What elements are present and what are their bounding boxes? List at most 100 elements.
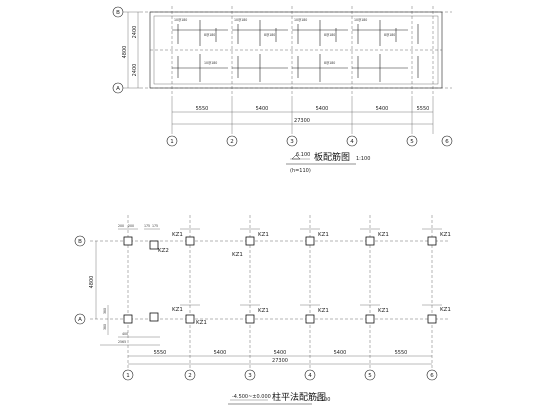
misc-dim: 380 <box>103 324 107 330</box>
column-column-axes: 1 2 3 4 5 6 <box>122 369 438 381</box>
misc-dim: 400 <box>122 332 128 336</box>
column <box>365 236 375 246</box>
axis-label: 1 <box>170 139 174 145</box>
column <box>427 236 437 246</box>
column-tag: KZ1 <box>258 232 269 238</box>
dim-text: 2400 <box>132 26 138 39</box>
axis-label: 3 <box>248 373 252 379</box>
misc-dim: 2565 <box>118 340 126 344</box>
slab-rebar-marks <box>172 20 419 82</box>
column <box>123 314 133 324</box>
dim-text: 4800 <box>89 276 95 289</box>
plan-scale: 1:100 <box>316 397 330 403</box>
axis-label: 5 <box>368 373 372 379</box>
column-vertical-gridlines <box>127 215 433 370</box>
column-tag: KZ1 <box>378 232 389 238</box>
span-dim: 5550 <box>196 106 209 112</box>
column <box>185 314 195 324</box>
column-tag: KZ1 <box>318 308 329 314</box>
slab-column-axes: 1 2 3 4 5 6 <box>166 135 453 147</box>
plan-scale: 1:100 <box>356 156 370 162</box>
column <box>427 314 437 324</box>
column <box>245 314 255 324</box>
span-dim: 5550 <box>395 350 408 356</box>
column-tag: KZ1 <box>318 232 329 238</box>
dim-text: 4800 <box>122 46 128 59</box>
rebar-label: 10@180 <box>174 18 187 22</box>
plan-title: 板配筋图 <box>314 151 350 163</box>
rebar-label: 10@180 <box>204 61 217 65</box>
section-dim: 200 <box>128 224 134 228</box>
axis-label: 2 <box>230 139 234 145</box>
column <box>185 236 195 246</box>
section-dim: 175 <box>144 224 150 228</box>
axis-label: 4 <box>350 139 354 145</box>
slab-plan-title: 6.100 板配筋图 1:100 (h=110) <box>286 151 370 174</box>
slab-row-dimensions: 4800 2400 2400 <box>122 12 139 88</box>
slab-rebar-labels: 10@180 8@180 10@180 8@180 10@180 8@180 1… <box>174 18 395 65</box>
column-section-dims: 200 200 175 175 <box>118 224 442 306</box>
column-tag: KZ1 <box>172 232 183 238</box>
span-dim: 5400 <box>274 350 287 356</box>
rebar-label: 8@180 <box>324 61 335 65</box>
axis-label: 2 <box>188 373 192 379</box>
slab-note: (h=110) <box>290 168 311 174</box>
rebar-label: 8@180 <box>204 33 215 37</box>
column-tag: KZ1 <box>258 308 269 314</box>
axis-label: 5 <box>410 139 414 145</box>
span-dim: 5400 <box>256 106 269 112</box>
span-dim: 5550 <box>154 350 167 356</box>
column <box>149 240 159 250</box>
column-tags-bottom: KZ1 KZ1 KZ1 KZ1 KZ1 KZ1 <box>172 307 451 326</box>
column <box>305 314 315 324</box>
dim-text: 2400 <box>132 64 138 77</box>
column-tags-top: KZ1 KZ2 KZ1 KZ1 KZ1 KZ1 KZ1 <box>158 232 451 258</box>
column <box>245 236 255 246</box>
column-plan: 200 200 175 175 KZ1 KZ2 KZ1 KZ1 KZ1 KZ1 … <box>74 215 451 405</box>
column-tag: KZ1 <box>232 252 243 258</box>
axis-label: A <box>78 317 82 323</box>
column-row-axes: B A 4800 <box>74 235 97 325</box>
axis-label: 6 <box>445 139 449 145</box>
column-tag: KZ1 <box>378 308 389 314</box>
axis-label: B <box>116 10 120 16</box>
span-dim: 5400 <box>376 106 389 112</box>
rebar-label: 10@180 <box>234 18 247 22</box>
rebar-label: 10@180 <box>294 18 307 22</box>
level-label: 6.100 <box>296 152 310 158</box>
slab-row-axes: B A <box>112 6 140 94</box>
plan-title: 柱平法配筋图 <box>272 391 326 403</box>
column-misc-dims: 380 380 400 2565 <box>100 305 160 346</box>
column-tag: KZ1 <box>440 232 451 238</box>
axis-label: A <box>116 86 120 92</box>
axis-label: B <box>78 239 82 245</box>
column-plan-title: -4.500~±0.000 柱平法配筋图 1:100 <box>228 391 330 405</box>
section-dim: 200 <box>118 224 124 228</box>
rebar-label: 8@180 <box>384 33 395 37</box>
axis-label: 4 <box>308 373 312 379</box>
misc-dim: 380 <box>103 308 107 314</box>
slab-vertical-gridlines <box>171 6 434 96</box>
column-tag: KZ1 <box>440 307 451 313</box>
level-label: -4.500~±0.000 <box>232 394 271 400</box>
span-dim: 5400 <box>316 106 329 112</box>
column-tag: KZ1 <box>196 320 207 326</box>
column <box>305 236 315 246</box>
column <box>149 312 159 322</box>
axis-label: 3 <box>290 139 294 145</box>
span-dim: 5400 <box>334 350 347 356</box>
rebar-label: 8@180 <box>264 33 275 37</box>
total-dim: 27300 <box>294 118 310 124</box>
column-tag: KZ1 <box>172 307 183 313</box>
span-dim: 5550 <box>417 106 430 112</box>
slab-span-dimensions: 5550 5400 5400 5400 5550 27300 <box>171 96 434 134</box>
axis-label: 6 <box>430 373 434 379</box>
column-tag: KZ2 <box>158 248 169 254</box>
axis-label: 1 <box>126 373 130 379</box>
column <box>365 314 375 324</box>
column <box>123 236 133 246</box>
rebar-label: 10@180 <box>354 18 367 22</box>
rebar-label: 8@180 <box>324 33 335 37</box>
column-span-dimensions: 5550 5400 5400 5400 5550 27300 <box>128 350 432 365</box>
